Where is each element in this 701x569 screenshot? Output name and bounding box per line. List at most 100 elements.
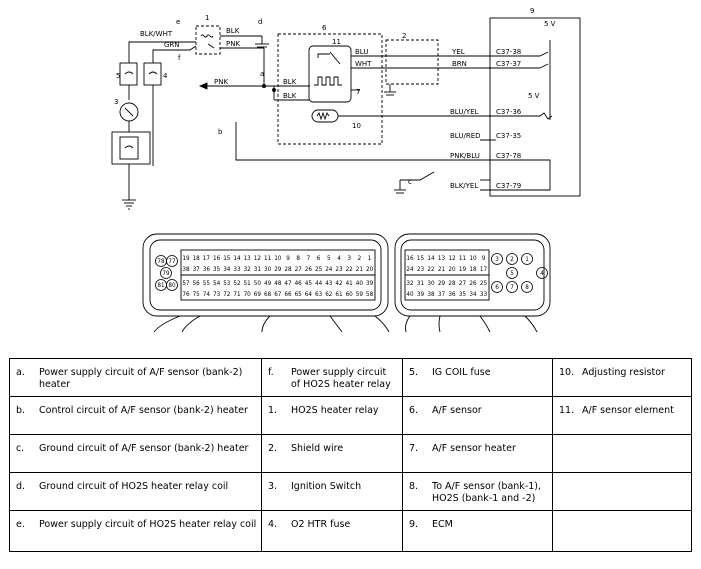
callout-e: e [176, 18, 180, 26]
connector-pin-label: 71 [233, 291, 241, 298]
connector-pin-label: 24 [325, 266, 333, 273]
callout-f: f [178, 54, 181, 62]
legend-key: 1. [268, 405, 278, 416]
legend-cell [552, 472, 692, 511]
connector-pin-label: 32 [244, 266, 252, 273]
connector-pin-label: 14 [233, 255, 241, 262]
legend-cell: 9. ECM [402, 510, 553, 552]
connector-pin-label: 57 [182, 280, 190, 287]
legend-text: Ground circuit of HO2S heater relay coil [39, 481, 229, 492]
connector-pin-label: 31 [254, 266, 262, 273]
schematic [111, 17, 581, 210]
callout-4: 4 [163, 72, 168, 80]
terminal-labels: C37-38 C37-37 C37-36 C37-35 C37-78 C37-7… [496, 20, 556, 190]
wire-label-yel: YEL [451, 48, 465, 56]
legend-text: O2 HTR fuse [291, 519, 351, 530]
legend-key: 10. [559, 367, 575, 378]
callout-b: b [218, 128, 223, 136]
connector-pin-label: 34 [223, 266, 231, 273]
callout-1: 1 [205, 14, 209, 22]
legend-text: A/F sensor heater [432, 443, 516, 454]
callouts: 1 e d f a b 5 4 3 6 11 7 10 2 9 c [114, 7, 534, 186]
terminal-c37-35: C37-35 [496, 132, 521, 140]
legend-row: c.Ground circuit of A/F sensor (bank-2) … [9, 434, 692, 473]
connector-pin-label: 15 [223, 255, 231, 262]
connector-pin-label: 55 [203, 280, 211, 287]
connector-pin-label: 20 [448, 266, 456, 273]
legend-cell: 6.A/F sensor [402, 396, 553, 435]
connector-pin-label: 3 [495, 256, 499, 263]
connector-pin-label: 41 [346, 280, 354, 287]
connector-pin-label: 25 [315, 266, 323, 273]
legend-text: HO2S heater relay [291, 405, 379, 416]
wire-label-blk-top: BLK [226, 27, 240, 35]
connector-pin-label: 3 [347, 255, 351, 262]
callout-7: 7 [356, 88, 360, 96]
connector-pin-label: 2 [358, 255, 362, 262]
connector-pin-label: 20 [366, 266, 374, 273]
connector-pin-label: 39 [366, 280, 374, 287]
connector-pin-label: 48 [274, 280, 282, 287]
connector-pin-label: 12 [254, 255, 262, 262]
connector-pin-label: 73 [213, 291, 221, 298]
connector-pin-label: 12 [448, 255, 456, 262]
connector-pin-label: 43 [325, 280, 333, 287]
connector-pin-label: 66 [284, 291, 292, 298]
legend-text: Power supply circuit of HO2S heater rela… [291, 367, 391, 390]
legend-text: Ground circuit of A/F sensor (bank-2) he… [39, 443, 249, 454]
wire-label-grn: GRN [164, 41, 180, 49]
callout-a: a [260, 70, 264, 78]
legend-key: 9. [409, 519, 419, 530]
connector-pin-label: 2 [510, 256, 514, 263]
connector-pin-label: 47 [284, 280, 292, 287]
legend-row: a.Power supply circuit of A/F sensor (ba… [9, 358, 692, 397]
legend-cell: 4.O2 HTR fuse [261, 510, 403, 552]
terminal-c37-37: C37-37 [496, 60, 521, 68]
connector-pin-label: 64 [305, 291, 313, 298]
connector-pin-label: 13 [438, 255, 446, 262]
connector-pin-label: 23 [335, 266, 343, 273]
connector-pin-label: 7 [307, 255, 311, 262]
connector-pin-label: 33 [233, 266, 241, 273]
callout-6: 6 [322, 24, 327, 32]
connector-pin-label: 62 [325, 291, 333, 298]
legend-key: 7. [409, 443, 419, 454]
wire-label-blk-wht: BLK/WHT [140, 30, 173, 38]
connector-pin-label: 9 [286, 255, 290, 262]
connector-pin-label: 5 [510, 270, 514, 277]
legend-cell: 2.Shield wire [261, 434, 403, 473]
legend-text: ECM [432, 519, 453, 530]
legend-key: b. [16, 405, 26, 416]
legend-key: 2. [268, 443, 278, 454]
connector-pin-label: 9 [482, 255, 486, 262]
connector-pin-label: 46 [295, 280, 303, 287]
legend-cell: 11.A/F sensor element [552, 396, 692, 435]
legend-text: A/F sensor element [582, 405, 674, 416]
connector-pin-label: 27 [459, 280, 467, 287]
connector-pin-label: 30 [264, 266, 272, 273]
connector-pin-label: 8 [296, 255, 300, 262]
legend-cell: a.Power supply circuit of A/F sensor (ba… [9, 358, 262, 397]
connector-pin-label: 50 [254, 280, 262, 287]
callout-11: 11 [332, 38, 341, 46]
voltage-label-2: 5 V [528, 92, 540, 100]
connector-pin-label: 36 [203, 266, 211, 273]
terminal-c37-79: C37-79 [496, 182, 521, 190]
connector-pin-label: 33 [480, 291, 488, 298]
connector-pin-label: 22 [346, 266, 354, 273]
connector-pin-label: 39 [417, 291, 425, 298]
connector-pin-label: 59 [356, 291, 364, 298]
connector-pin-label: 16 [213, 255, 221, 262]
connector-pin-label: 1 [525, 256, 529, 263]
wire-label-blk-mid1: BLK [283, 78, 297, 86]
wire-label-pnk-left: PNK [214, 78, 228, 86]
connector-pin-circle [166, 279, 178, 291]
legend-text: To A/F sensor (bank-1), HO2S (bank-1 and… [432, 481, 541, 504]
connector-pin-circle [160, 267, 172, 279]
connector-pin-label: 4 [337, 255, 341, 262]
connector-pin-label: 13 [244, 255, 252, 262]
wire-label-blk-mid2: BLK [283, 92, 297, 100]
connector-pin-label: 56 [193, 280, 201, 287]
connector-pin-label: 75 [193, 291, 201, 298]
